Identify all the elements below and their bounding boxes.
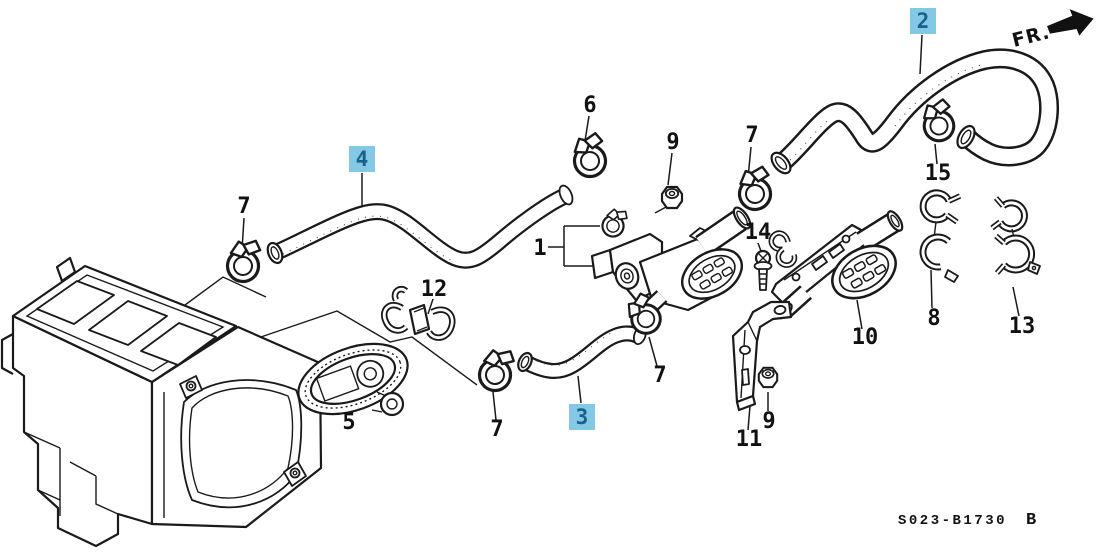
front-direction-indicator: FR. <box>1010 9 1094 52</box>
heater-outlet-hose-3 <box>517 324 648 379</box>
callout-6: 6 <box>583 93 596 118</box>
callout-2-highlighted[interactable]: 2 <box>910 8 936 34</box>
callout-12: 12 <box>421 277 448 302</box>
callout-15: 15 <box>925 161 952 186</box>
callout-7-top: 7 <box>745 123 758 148</box>
water-pipe-assembly-10 <box>768 210 907 320</box>
callout-1: 1 <box>533 236 546 261</box>
water-valve-hose-2 <box>770 48 1059 175</box>
callout-3[interactable]: 3 <box>576 405 589 429</box>
bolt-14 <box>753 249 773 291</box>
diagram-code: S023-B1730 B <box>898 511 1036 530</box>
callout-10: 10 <box>852 325 879 350</box>
clamp-15 <box>916 96 960 146</box>
nut-9-top <box>660 185 684 210</box>
callout-labels: 1 2 3 4 5 6 7 7 7 7 8 9 9 10 11 12 13 14… <box>237 8 1035 452</box>
callout-4[interactable]: 4 <box>356 147 369 171</box>
callout-3-highlighted[interactable]: 3 <box>569 404 595 430</box>
clamp-7-left <box>224 237 263 285</box>
heater-inlet-hose-4 <box>266 184 574 269</box>
callout-7-middle: 7 <box>653 363 666 388</box>
callout-11: 11 <box>736 427 763 452</box>
fr-label: FR. <box>1010 21 1052 52</box>
callout-7-left: 7 <box>237 194 250 219</box>
callout-4-highlighted[interactable]: 4 <box>349 146 375 172</box>
spring-clamp-13 <box>990 196 1041 275</box>
callout-2[interactable]: 2 <box>917 9 930 33</box>
fr-arrow-icon <box>1047 9 1094 36</box>
callout-8: 8 <box>927 306 940 331</box>
diagram-code-text: S023-B1730 <box>898 513 1007 529</box>
callout-4-box[interactable] <box>349 146 375 172</box>
water-valve-assembly-1 <box>590 204 752 321</box>
callout-9-bottom: 9 <box>762 409 775 434</box>
clamp-6 <box>567 130 611 181</box>
grommet-5 <box>297 342 409 417</box>
spring-clamp-8 <box>919 189 962 283</box>
callout-9-top: 9 <box>666 130 679 155</box>
clamp-7-top <box>734 164 775 214</box>
callout-2-box[interactable] <box>910 8 936 34</box>
diagram-code-suffix: B <box>1026 511 1036 530</box>
callout-3-box[interactable] <box>569 404 595 430</box>
callout-5: 5 <box>342 410 355 435</box>
heater-unit <box>0 256 323 548</box>
nut-9-bottom <box>757 366 779 389</box>
callout-13: 13 <box>1009 314 1036 339</box>
callout-14: 14 <box>745 220 772 245</box>
clamp-7-bottom <box>475 345 517 395</box>
clip-12 <box>381 285 456 341</box>
bracket-11 <box>731 300 793 412</box>
callout-7-bottom: 7 <box>490 417 503 442</box>
